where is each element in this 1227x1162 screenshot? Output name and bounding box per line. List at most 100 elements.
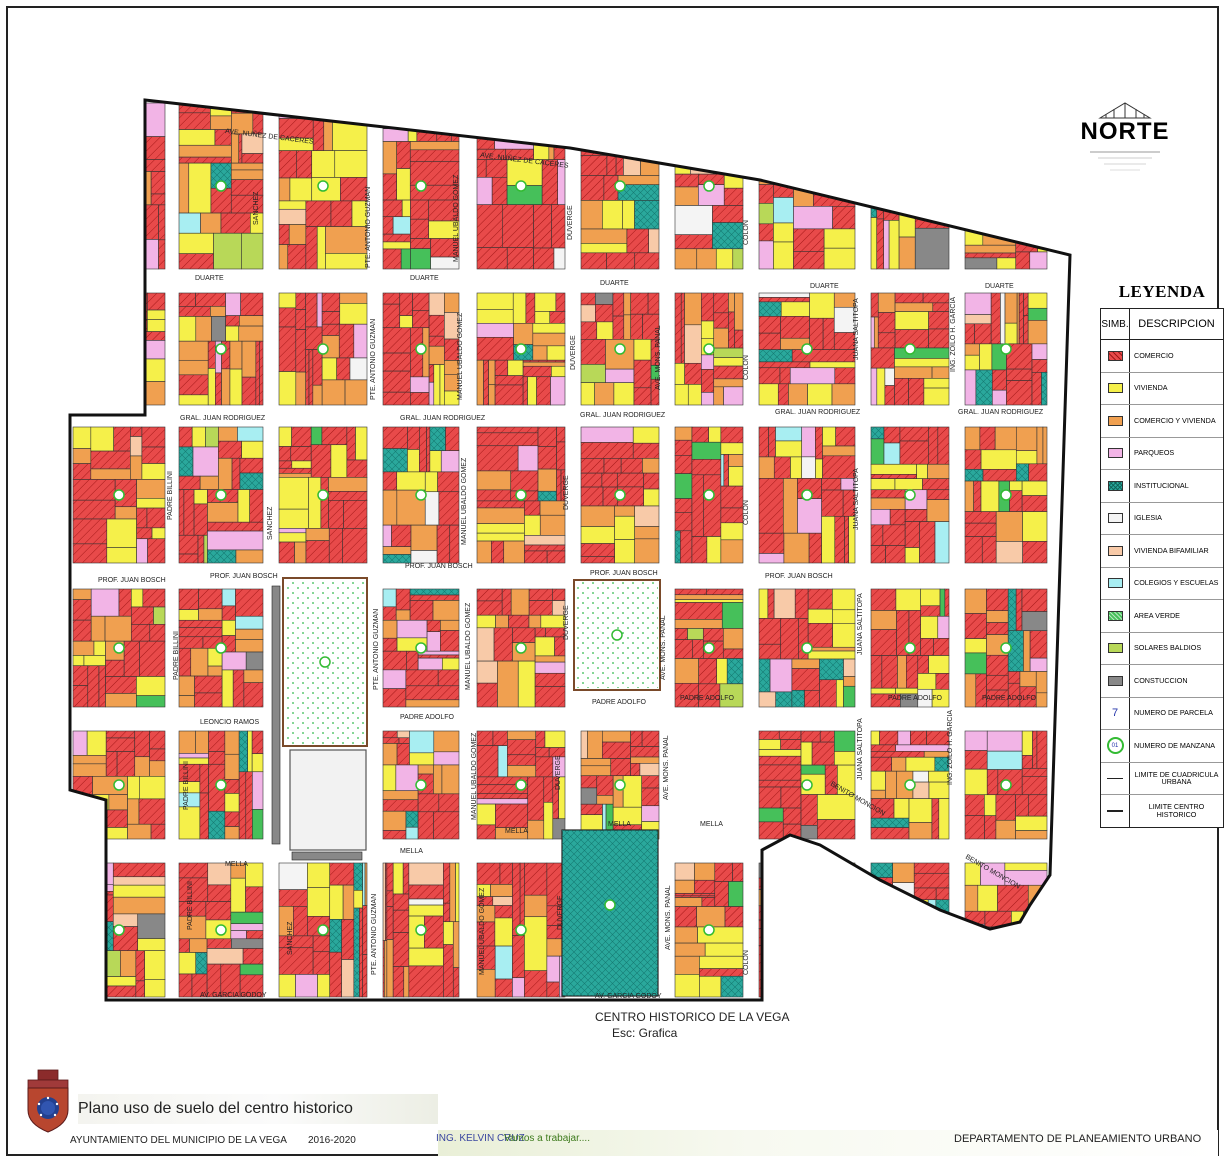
parcel-hatch xyxy=(778,383,789,405)
parcel-hatch xyxy=(113,319,137,332)
map-scale: Esc: Grafica xyxy=(612,1026,678,1040)
parcel xyxy=(614,515,635,540)
parcel-hatch xyxy=(630,731,643,747)
parcel-hatch xyxy=(843,863,846,906)
parcel xyxy=(606,124,627,141)
parcel xyxy=(497,745,508,778)
parcel-hatch xyxy=(279,327,296,372)
parcel-hatch xyxy=(926,161,949,177)
parcel xyxy=(128,331,144,347)
parcel xyxy=(898,236,916,270)
street-label: MELLA xyxy=(505,828,528,835)
parcel-hatch xyxy=(208,811,225,839)
parcel xyxy=(896,978,915,998)
parcel xyxy=(452,921,460,968)
city-block xyxy=(476,862,566,998)
city-block xyxy=(758,730,856,840)
parcel xyxy=(203,534,208,564)
parcel-hatch xyxy=(538,427,557,447)
block-number-marker xyxy=(415,343,427,355)
parcel xyxy=(800,741,813,766)
parcel xyxy=(964,673,977,708)
parcel-hatch xyxy=(396,589,411,610)
parcel-hatch xyxy=(984,911,1012,928)
parcel xyxy=(382,862,386,941)
parcel-hatch xyxy=(1021,589,1047,612)
parcel xyxy=(99,221,115,247)
parcel-hatch xyxy=(759,297,810,302)
parcel-hatch xyxy=(936,888,949,900)
parcel-hatch xyxy=(908,610,921,656)
parcel-hatch xyxy=(813,103,830,117)
parcel xyxy=(506,159,543,186)
parcel xyxy=(674,619,723,629)
parcel-hatch xyxy=(792,349,855,362)
parcel-hatch xyxy=(680,530,692,563)
parcel-hatch xyxy=(675,145,691,164)
parcel-hatch xyxy=(871,798,895,819)
parcel-hatch xyxy=(332,103,367,121)
city-block xyxy=(964,426,1048,564)
block-number-marker xyxy=(317,180,329,192)
parcel-hatch xyxy=(418,654,459,659)
parcel xyxy=(224,730,240,755)
parcel-hatch xyxy=(1015,127,1035,142)
parcel xyxy=(964,343,980,356)
parcel xyxy=(591,118,608,146)
parcel-hatch xyxy=(612,293,624,317)
parcel xyxy=(72,730,88,756)
parcel xyxy=(543,801,554,840)
parcel-hatch xyxy=(179,938,190,953)
parcel-hatch xyxy=(779,731,802,740)
parcel-hatch xyxy=(759,756,802,765)
legend-symbol xyxy=(1101,437,1130,469)
parcel xyxy=(931,976,950,998)
parcel xyxy=(130,436,143,457)
parcel-hatch xyxy=(135,980,145,997)
parcel-hatch xyxy=(759,333,781,350)
parcel-hatch xyxy=(975,369,993,405)
parcel-hatch xyxy=(279,947,314,975)
parcel xyxy=(964,102,998,140)
parcel xyxy=(127,798,140,825)
parcel xyxy=(339,303,368,325)
parcel-hatch xyxy=(595,304,613,322)
parcel xyxy=(833,292,856,308)
parcel xyxy=(986,610,1009,623)
block-number-marker xyxy=(215,779,227,791)
parcel-hatch xyxy=(305,200,331,227)
block-number-marker xyxy=(113,489,125,501)
parcel-hatch xyxy=(245,771,253,839)
parcel-hatch xyxy=(362,954,367,997)
parcel xyxy=(507,765,537,778)
parcel xyxy=(532,323,566,334)
block-number-marker xyxy=(515,180,527,192)
legend-swatch xyxy=(1107,513,1123,524)
parcel-hatch xyxy=(703,474,721,537)
parcel xyxy=(1009,480,1023,491)
parcel xyxy=(580,526,615,544)
street-label: PROF. JUAN BOSCH xyxy=(590,570,658,577)
parcel xyxy=(72,125,102,172)
parcel-hatch xyxy=(239,473,263,490)
city-block xyxy=(964,730,1048,840)
parcel-hatch xyxy=(759,367,780,384)
parcel-hatch xyxy=(405,685,459,700)
block-number-marker xyxy=(215,343,227,355)
parcel-hatch xyxy=(634,252,659,269)
parcel-hatch xyxy=(295,309,306,330)
parcel-hatch xyxy=(1028,794,1047,817)
parcel xyxy=(1023,630,1031,672)
parcel xyxy=(1019,671,1037,688)
parcel-hatch xyxy=(495,979,513,997)
legend-header-description: DESCRIPCION xyxy=(1138,318,1215,330)
parcel-hatch xyxy=(199,793,209,839)
parcel xyxy=(964,426,981,451)
parcel-hatch xyxy=(871,978,898,997)
parcel xyxy=(587,730,603,759)
parcel xyxy=(782,478,798,534)
parcel xyxy=(822,426,836,447)
parcel xyxy=(1042,426,1048,465)
city-block xyxy=(476,292,566,406)
parcel-hatch xyxy=(418,793,439,812)
